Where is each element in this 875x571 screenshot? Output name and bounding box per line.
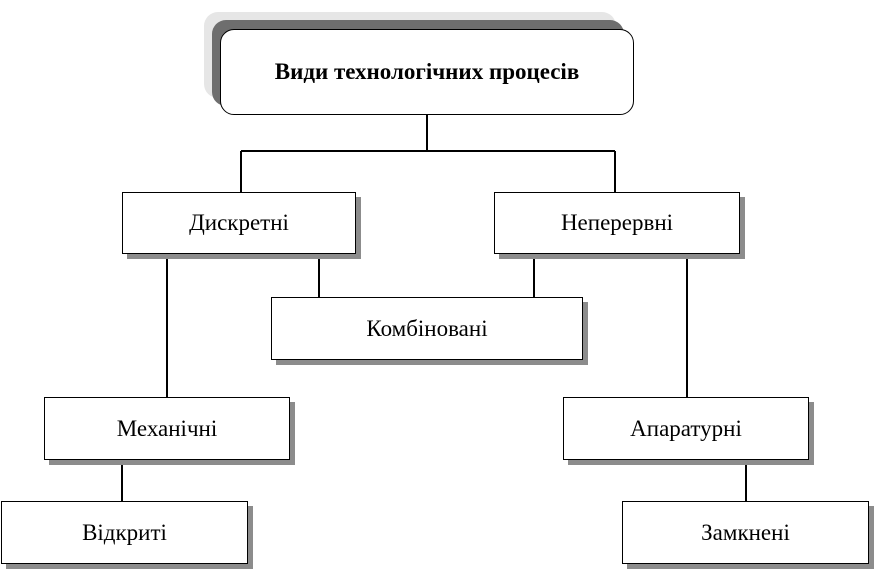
node-continuous-label: Неперервні	[560, 210, 674, 235]
node-apparatus-label: Апаратурні	[630, 415, 742, 441]
node-closed-label: Замкнені	[701, 519, 790, 545]
node-combined-label: Комбіновані	[366, 315, 488, 341]
node-open-label: Відкриті	[82, 519, 167, 545]
node-combined: Комбіновані	[271, 297, 583, 360]
node-open: Відкриті	[1, 501, 248, 564]
root-node-label: Види технологічних процесів	[274, 59, 580, 84]
node-discrete-label: Дискретні	[189, 210, 289, 235]
root-node: Види технологічних процесів	[220, 29, 634, 115]
node-discrete: Дискретні	[122, 192, 356, 254]
node-continuous: Неперервні	[494, 192, 740, 254]
node-mechanical-label: Механічні	[116, 415, 218, 441]
node-closed: Замкнені	[622, 501, 869, 564]
node-mechanical: Механічні	[44, 397, 290, 460]
node-apparatus: Апаратурні	[563, 397, 809, 460]
